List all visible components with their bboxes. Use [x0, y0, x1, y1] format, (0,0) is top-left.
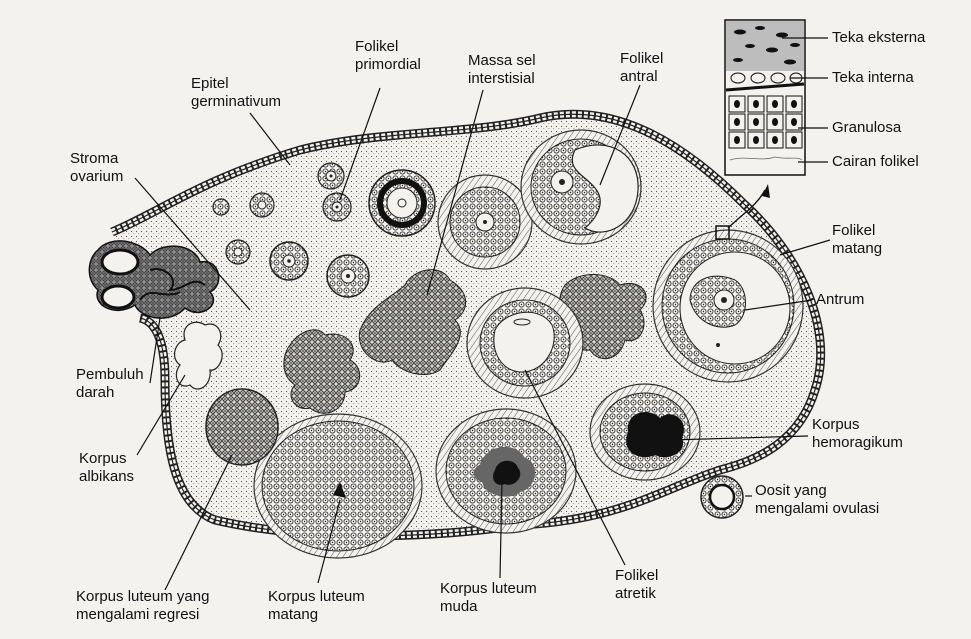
- growing-follicle: [369, 170, 435, 236]
- label-korpus-luteum-regresi: Korpus luteum yang mengalami regresi: [76, 588, 209, 624]
- label-korpus-luteum-matang: Korpus luteum matang: [268, 588, 365, 624]
- corpus-hemorrhagicum: [590, 384, 700, 480]
- label-pembuluh-darah: Pembuluh darah: [76, 366, 144, 402]
- secondary-follicle: [438, 175, 532, 269]
- label-teka-eksterna: Teka eksterna: [832, 29, 925, 47]
- label-antrum: Antrum: [816, 291, 864, 309]
- ovulated-oocyte: [701, 476, 743, 518]
- label-teka-interna: Teka interna: [832, 69, 914, 87]
- label-cairan-folikel: Cairan folikel: [832, 153, 919, 171]
- atretic-follicle: [467, 288, 583, 398]
- antral-follicle: [521, 130, 641, 244]
- label-granulosa: Granulosa: [832, 119, 901, 137]
- label-epitel-germinativum: Epitel germinativum: [191, 75, 281, 111]
- label-korpus-hemoragikum: Korpus hemoragikum: [812, 416, 903, 452]
- label-folikel-matang: Folikel matang: [832, 222, 882, 258]
- label-folikel-atretik: Folikel atretik: [615, 567, 658, 603]
- label-folikel-primordial: Folikel primordial: [355, 38, 421, 74]
- label-stroma-ovarium: Stroma ovarium: [70, 150, 123, 186]
- mature-corpus-luteum: [254, 414, 422, 558]
- label-folikel-antral: Folikel antral: [620, 50, 663, 86]
- label-oosit-ovulasi: Oosit yang mengalami ovulasi: [755, 482, 879, 518]
- label-massa-sel-interstisial: Massa sel interstisial: [468, 52, 536, 88]
- regressing-corpus-luteum: [206, 389, 278, 465]
- label-korpus-luteum-muda: Korpus luteum muda: [440, 580, 537, 616]
- label-korpus-albikans: Korpus albikans: [79, 450, 134, 486]
